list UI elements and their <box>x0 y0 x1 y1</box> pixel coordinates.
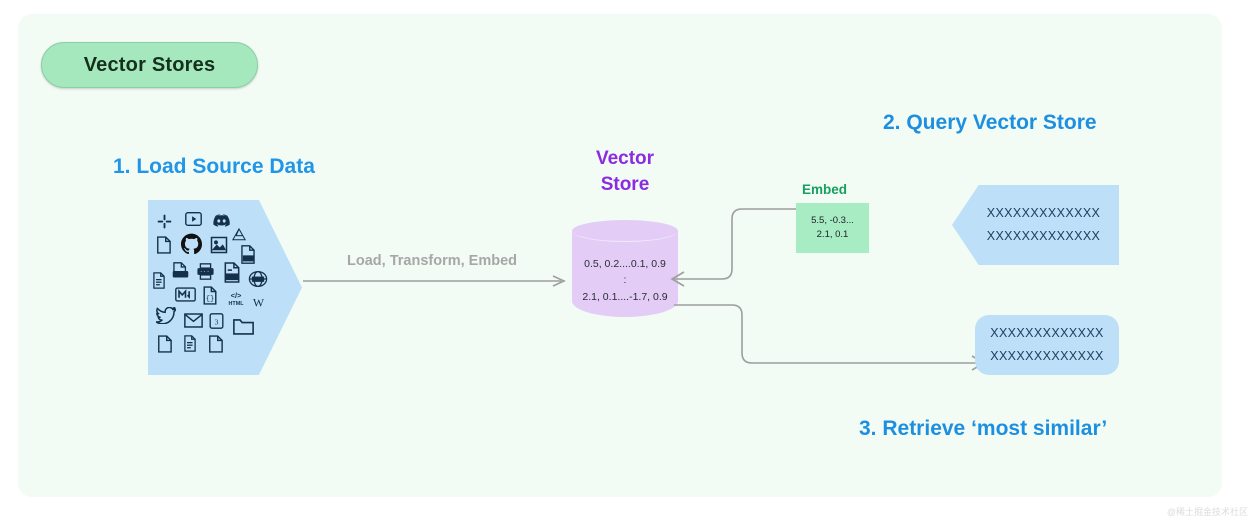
embed-box: 5.5, -0.3... 2.1, 0.1 <box>796 203 869 253</box>
step-1-heading: 1. Load Source Data <box>113 155 315 178</box>
printer-icon <box>196 263 215 280</box>
title-pill-label: Vector Stores <box>83 53 216 76</box>
email-icon <box>184 313 203 328</box>
embed-row-2: 2.1, 0.1 <box>816 229 849 240</box>
document-icon-3 <box>183 335 197 352</box>
youtube-icon <box>185 212 202 226</box>
db-file-icon: 123 <box>171 262 190 280</box>
html-icon: </>HTML <box>226 290 246 308</box>
cylinder-top-ellipse <box>572 220 678 242</box>
vector-row-2: 2.1, 0.1....-1.7, 0.9 <box>582 290 668 303</box>
word-icon: W <box>250 295 267 310</box>
query-row-1: XXXXXXXXXXXXX <box>986 205 1101 220</box>
query-row-2: XXXXXXXXXXXXX <box>986 229 1101 243</box>
load-arrow-label: Load, Transform, Embed <box>347 253 517 269</box>
google-drive-icon <box>232 228 246 241</box>
load-arrow <box>303 275 566 287</box>
css3-icon: 3 <box>209 313 224 329</box>
csv-file-icon: CSV <box>239 245 257 264</box>
result-row-1: XXXXXXXXXXXXX <box>990 325 1104 340</box>
vector-store-title-line2: Store <box>600 173 650 195</box>
twitter-icon <box>156 307 176 324</box>
github-icon <box>181 233 202 254</box>
svg-text:3: 3 <box>215 317 219 326</box>
vector-store-title-line1: Vector <box>595 148 655 169</box>
vector-row-ellipsis: : <box>623 274 627 287</box>
slack-icon <box>157 214 172 229</box>
ppt-file-icon: PPT <box>248 270 268 288</box>
svg-text:PPT: PPT <box>254 277 263 282</box>
query-input-chevron: XXXXXXXXXXXXX XXXXXXXXXXXXX <box>952 185 1119 265</box>
cylinder-body <box>572 231 678 317</box>
embed-label: Embed <box>802 182 848 197</box>
embed-row-1: 5.5, -0.3... <box>811 214 854 226</box>
svg-text:HTML: HTML <box>228 301 244 307</box>
title-pill: Vector Stores <box>41 42 258 88</box>
vector-row-1: 0.5, 0.2....0.1, 0.9 <box>584 258 666 270</box>
step-2-heading: 2. Query Vector Store <box>883 111 1097 134</box>
document-icon-2 <box>157 335 172 353</box>
markdown-icon <box>175 287 196 302</box>
svg-text:TXT: TXT <box>228 275 239 281</box>
discord-icon <box>212 213 231 228</box>
txt-file-icon: TXT <box>222 262 242 283</box>
result-box: XXXXXXXXXXXXX XXXXXXXXXXXXX <box>975 315 1119 375</box>
svg-text:CSV: CSV <box>244 256 254 261</box>
watermark: @稀土掘金技术社区 <box>1166 507 1248 517</box>
image-icon <box>210 236 228 254</box>
code-file-icon: {} <box>202 286 218 305</box>
svg-text:</>: </> <box>231 291 242 300</box>
document-icon <box>156 236 171 254</box>
result-row-2: XXXXXXXXXXXXX <box>990 349 1104 363</box>
step-3-heading: 3. Retrieve ‘most similar’ <box>859 417 1108 440</box>
doc-lines-icon <box>152 272 166 289</box>
vector-store-cylinder: 0.5, 0.2....0.1, 0.9 : 2.1, 0.1....-1.7,… <box>572 220 678 322</box>
svg-text:W: W <box>253 296 265 310</box>
document-icon-4 <box>208 335 223 353</box>
svg-text:{}: {} <box>206 295 215 303</box>
cylinder-vectors: 0.5, 0.2....0.1, 0.9 : 2.1, 0.1....-1.7,… <box>572 256 678 305</box>
svg-text:123: 123 <box>177 272 185 277</box>
vector-store-title: Vector Store <box>560 146 690 197</box>
folder-icon <box>233 318 254 335</box>
